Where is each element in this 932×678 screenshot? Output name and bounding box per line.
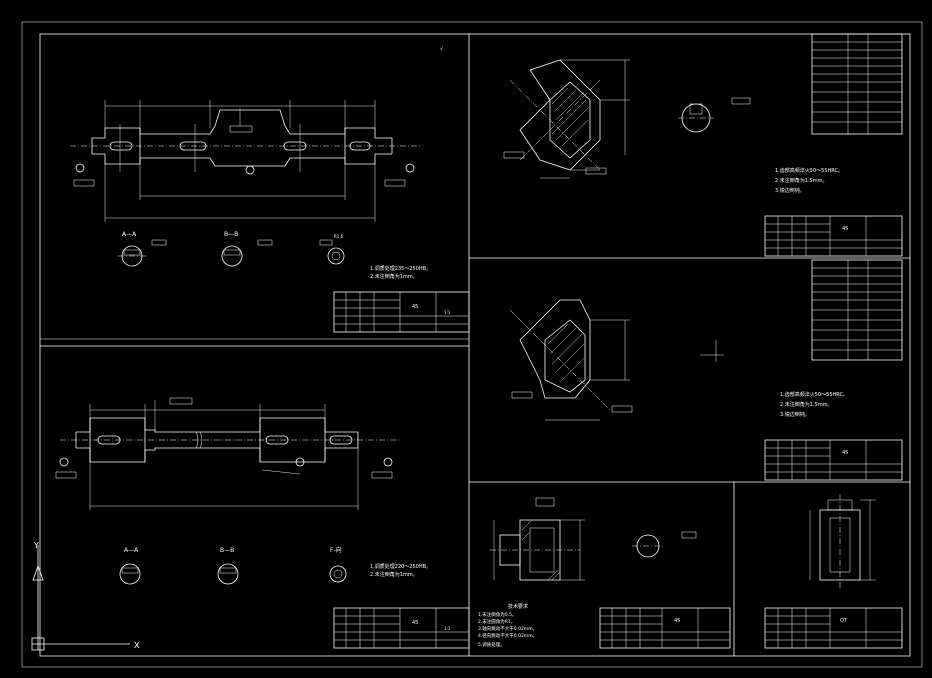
shaft1-note-1: 1.调质处理235～250HB。	[370, 265, 431, 272]
gear1-note-3: 3.锐边倒钝。	[775, 187, 805, 194]
section-label-b2: B—B	[220, 547, 234, 554]
gear2-note-3: 3.锐边倒钝。	[780, 411, 810, 418]
section-label-b: B—B	[224, 231, 238, 238]
shaft2-note-2: 2.未注倒角为1mm。	[370, 571, 418, 578]
title-block-gear-1: 45	[764, 215, 903, 257]
section-label-f: F-向	[330, 546, 342, 554]
title-block-part-4: QT	[764, 607, 903, 649]
inner-frame	[39, 33, 911, 657]
svg-text:√: √	[440, 46, 444, 52]
shaft2-note-1: 1.调质处理220～250HB。	[370, 563, 431, 570]
part4-material: QT	[840, 618, 848, 624]
shaft-2-view: A—A B—B F-向 1.调质处理220～250HB。 2.未注倒角为1mm。	[55, 397, 431, 585]
shaft1-scale: 1:1	[444, 310, 451, 315]
section-label-a: A—A	[122, 231, 137, 238]
title-block-shaft-2: 45 1:1	[333, 607, 470, 649]
bevel-gear-2-view: 1.齿部高频淬火50～55HRC。 2.未注倒角为1.5mm。 3.锐边倒钝。	[509, 299, 848, 421]
ucs-x-label: X	[134, 641, 140, 650]
title-block-shaft-1: 45 1:1	[333, 291, 470, 333]
radius-label: R1.6	[334, 234, 344, 239]
part3-note-2: 2.未注圆角为R1。	[478, 618, 515, 625]
gear1-note-1: 1.齿部高频淬火50～55HRC。	[775, 167, 843, 174]
shaft1-material: 45	[412, 304, 418, 310]
part3-note-1: 1.未注倒角为0.5。	[478, 611, 516, 618]
gear2-note-1: 1.齿部高频淬火50～55HRC。	[780, 391, 848, 398]
bushing-part-view: 技术要求 1.未注倒角为0.5。 2.未注圆角为R1。 3.轴向跳动不大于0.0…	[478, 497, 697, 648]
gear-1-parameter-table	[811, 33, 903, 135]
title-block-gear-2: 45	[764, 439, 903, 481]
part3-material: 45	[674, 618, 680, 624]
gear1-material: 45	[842, 226, 848, 232]
gear-2-parameter-table	[811, 259, 903, 361]
section-label-a2: A—A	[124, 547, 139, 554]
sleeve-part-view	[809, 494, 876, 590]
shaft2-material: 45	[412, 620, 418, 626]
part3-note-3: 3.轴向跳动不大于0.02mm。	[478, 625, 537, 632]
gear1-note-2: 2.未注倒角为1.5mm。	[775, 177, 827, 184]
gear2-material: 45	[842, 450, 848, 456]
ucs-y-label: Y	[33, 541, 39, 550]
ucs-icon: Y X	[31, 541, 140, 651]
part3-note-5: 5.调质处理。	[478, 641, 505, 648]
part3-notes-title: 技术要求	[508, 603, 528, 610]
bevel-gear-1-view: 1.齿部高频淬火50～55HRC。 2.未注倒角为1.5mm。 3.锐边倒钝。	[503, 59, 843, 194]
title-block-part-3: 45	[599, 607, 731, 649]
outer-frame	[21, 21, 923, 668]
shaft1-note-2: 2.未注倒角为1mm。	[370, 273, 418, 280]
part3-note-4: 4.径向跳动不大于0.02mm。	[478, 632, 537, 639]
gear2-note-2: 2.未注倒角为1.5mm。	[780, 401, 832, 408]
shaft2-scale: 1:1	[444, 626, 451, 631]
shaft-1-view: √ A—A B—B R1.6 1.调质处理235～250HB。 2.未注倒角为1…	[70, 46, 444, 280]
